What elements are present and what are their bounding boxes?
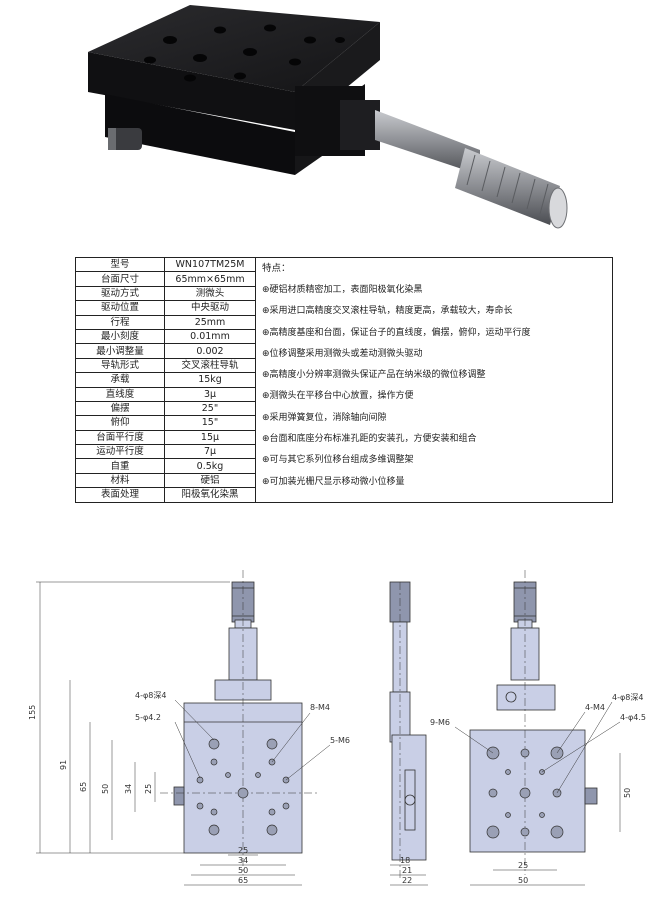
dim-50-rv: 50 [623,788,632,798]
feature-item: ⊕可与其它系列位移台组成多维调整架 [262,455,414,466]
spec-label: 台面尺寸 [75,271,165,287]
dim-34-h: 34 [238,856,248,865]
feature-item: ⊕高精度小分辨率测微头保证产品在纳米级的微位移调整 [262,370,486,381]
spec-value: 0.002 [164,343,256,359]
dim-50-v: 50 [101,784,110,794]
spec-label: 台面平行度 [75,429,165,446]
spec-value: 0.01mm [164,328,256,345]
spec-label: 偏摆 [75,400,165,417]
feature-item: ⊕可加装光栅尺显示移动微小位移量 [262,476,405,487]
drawing-side-view [389,581,427,880]
spec-value: 测微头 [164,285,256,302]
callout-4m4: 4-M4 [585,703,605,712]
spec-value: 15μ [164,429,256,446]
dim-25-h: 25 [238,846,248,855]
spec-label: 俯仰 [75,415,165,431]
spec-value: 硬铝 [164,472,256,489]
spec-value: 中央驱动 [164,300,256,316]
feature-item: ⊕硬铝材质精密加工，表面阳极氧化染黑 [262,285,423,295]
spec-row: 表面处理阳极氧化染黑 [75,487,613,503]
spec-value: 交叉滚柱导轨 [164,357,256,374]
dim-21: 21 [402,866,412,875]
feature-item: ⊕台面和底座分布标准孔距的安装孔，方便安装和组合 [262,434,477,445]
dim-65-h: 65 [238,876,248,885]
spec-row: 材料硬铝 [75,472,613,489]
spec-value: 7μ [164,444,256,460]
spec-label: 材料 [75,472,165,489]
dim-50-r: 50 [518,876,528,885]
dim-22: 22 [402,876,412,885]
spec-label: 运动平行度 [75,444,165,460]
feature-item: ⊕采用弹簧复位，消除轴向间隙 [262,412,387,423]
dim-25-r: 25 [518,861,528,870]
spec-value: 3μ [164,386,256,402]
dim-25-v: 25 [144,784,153,794]
feature-item: ⊕高精度基座和台面，保证台子的直线度，偏摆，俯仰，运动平行度 [262,327,531,338]
feature-item: ⊕测微头在平移台中心放置，操作方便 [262,391,414,402]
features-title: 特点： [262,263,291,274]
dim-65-v: 65 [79,782,88,792]
feature-item: ⊕位移调整采用测微头或差动测微头驱动 [262,348,423,359]
spec-label: 直线度 [75,386,165,402]
dim-18: 18 [400,856,410,865]
spec-value: WN107TM25M [164,256,256,273]
spec-label: 驱动位置 [75,300,165,316]
spec-label: 自重 [75,458,165,474]
spec-row: 驱动位置中央驱动 [75,300,613,316]
callout-8m4: 8-M4 [310,703,330,712]
spec-label: 最小调整量 [75,343,165,359]
spec-label: 导轨形式 [75,357,165,374]
spec-value: 阳极氧化染黑 [164,487,256,503]
spec-label: 最小刻度 [75,328,165,345]
callout-5m6: 5-M6 [330,736,350,745]
spec-value: 15" [164,415,256,431]
dim-91: 91 [59,760,68,770]
callout-phi42: 5-φ4.2 [135,713,161,722]
callout-phi8: 4-φ8深4 [135,691,166,700]
spec-value: 65mm×65mm [164,271,256,287]
spec-value: 25mm [164,314,256,330]
product-photo [88,5,568,229]
spec-label: 表面处理 [75,487,165,503]
spec-label: 型号 [75,256,165,273]
spec-value: 25" [164,400,256,417]
dim-34-v: 34 [124,784,133,794]
feature-item: ⊕采用进口高精度交叉滚柱导轨，精度更高，承载较大，寿命长 [262,306,513,317]
drawing-left-view [160,570,320,875]
spec-label: 驱动方式 [75,285,165,302]
features-cell: 特点： ⊕硬铝材质精密加工，表面阳极氧化染黑 ⊕采用进口高精度交叉滚柱导轨，精度更高… [255,257,613,503]
spec-value: 15kg [164,372,256,388]
technical-drawing: 155 91 65 50 34 25 25 34 50 65 4-φ8深4 5-… [28,570,646,886]
callout-phi45: 4-φ4.5 [620,713,646,722]
dim-155: 155 [28,705,37,720]
spec-value: 0.5kg [164,458,256,474]
dim-50-h: 50 [238,866,248,875]
callout-phi8-r: 4-φ8深4 [612,693,643,702]
spec-label: 行程 [75,314,165,330]
spec-label: 承载 [75,372,165,388]
callout-9m6: 9-M6 [430,718,450,727]
